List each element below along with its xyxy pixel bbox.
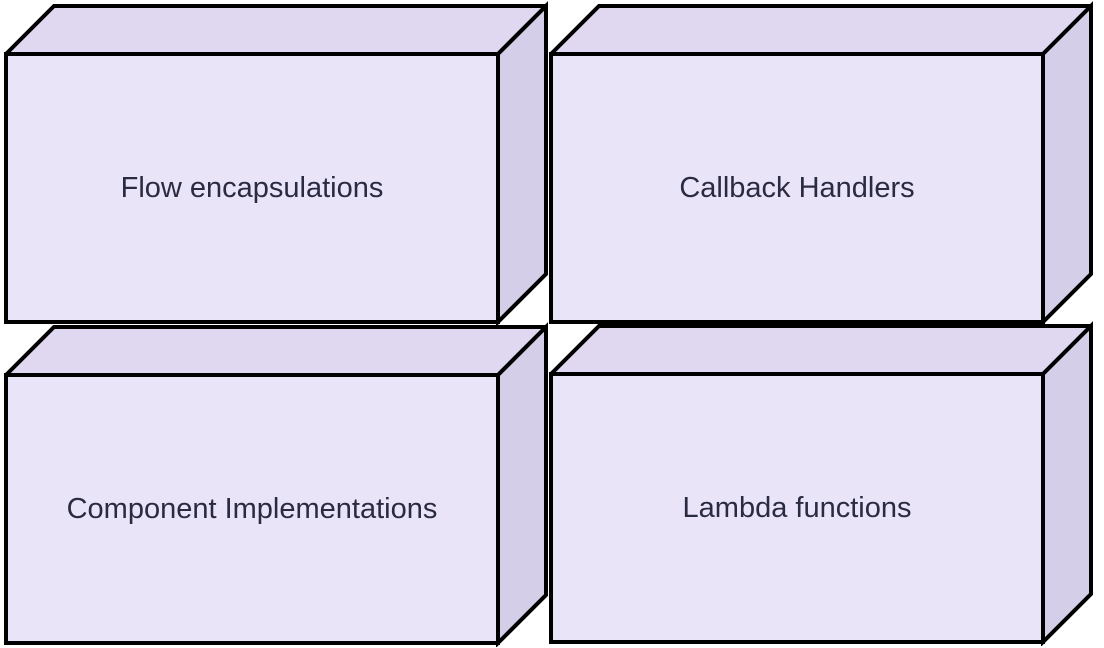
cube-top-face: [4, 4, 548, 56]
node-component-implementations: Component Implementations: [4, 321, 548, 647]
cube-top-face: [4, 325, 548, 377]
cube-3d-shape: [549, 321, 1093, 646]
cube-side-face: [1041, 321, 1093, 646]
node-lambda-functions: Lambda functions: [549, 320, 1093, 646]
cube-side-face: [496, 1, 548, 326]
cube-front-face: [549, 372, 1045, 644]
cube-front-face: [4, 52, 500, 324]
cube-front-face: [549, 52, 1045, 324]
cube-front-face: [4, 373, 500, 645]
cube-side-face: [496, 322, 548, 647]
cube-top-face: [549, 4, 1093, 56]
cube-3d-shape: [4, 1, 548, 326]
node-callback-handlers: Callback Handlers: [549, 0, 1093, 326]
cube-side-face: [1041, 1, 1093, 326]
cube-3d-shape: [549, 1, 1093, 326]
cube-top-face: [549, 324, 1093, 376]
cube-3d-shape: [4, 322, 548, 647]
node-flow-encapsulations: Flow encapsulations: [4, 0, 548, 326]
